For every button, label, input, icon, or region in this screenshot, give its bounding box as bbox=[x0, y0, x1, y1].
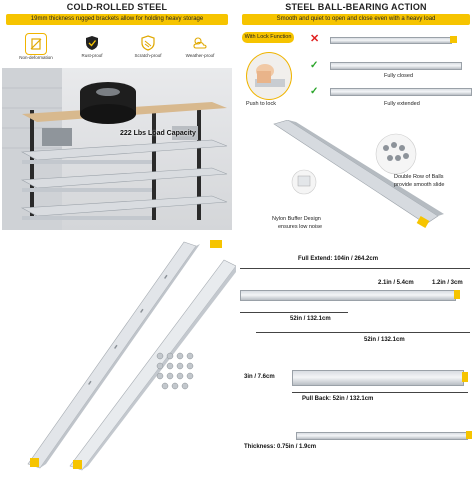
cross-mark-icon: ✕ bbox=[310, 33, 320, 45]
height-label: 3in / 7.6cm bbox=[244, 374, 275, 380]
rust-proof-icon bbox=[82, 33, 102, 53]
panel-title-ball-bearing: STEEL BALL-BEARING ACTION bbox=[285, 2, 427, 12]
rail-end-cap bbox=[466, 431, 472, 439]
panel-band-cold-rolled: 19mm thickness rugged brackets allow for… bbox=[6, 14, 228, 25]
slide-state-extended: ✓ Fully extended bbox=[310, 86, 472, 110]
slide-rail bbox=[330, 62, 462, 70]
pull-back-label: Pull Back: 52in / 132.1cm bbox=[302, 396, 374, 402]
load-capacity-label: 222 Lbs Load Capacity bbox=[120, 130, 196, 137]
rail-end-cap bbox=[454, 290, 460, 299]
slide-state-closed: ✓ Fully closed bbox=[310, 60, 472, 84]
length-b-arrow bbox=[256, 332, 470, 333]
feature-label: Scratch-proof bbox=[134, 53, 162, 58]
width-a-label: 2.1in / 5.4cm bbox=[378, 280, 414, 286]
scratch-proof-icon bbox=[138, 33, 158, 53]
nylon-buffer-line2: ensures low noise bbox=[278, 224, 323, 230]
fully-extended-label: Fully extended bbox=[384, 101, 420, 107]
feature-label: Rust-proof bbox=[81, 53, 103, 58]
rail-end-cap bbox=[462, 372, 468, 382]
cold-rolled-panel: COLD-ROLLED STEEL 19mm thickness rugged … bbox=[0, 0, 234, 232]
full-extend-label: Full Extend: 104in / 264.2cm bbox=[298, 256, 379, 262]
slide-state-locked: ✕ bbox=[310, 33, 472, 46]
feature-non-deformation: Non-deformation bbox=[16, 33, 56, 60]
check-mark-icon: ✓ bbox=[310, 60, 319, 71]
width-b-label: 1.2in / 3cm bbox=[432, 280, 463, 286]
push-to-lock-label: Push to lock bbox=[246, 101, 276, 107]
thickness-label: Thickness: 0.75in / 1.9cm bbox=[244, 444, 317, 450]
slide-rail bbox=[330, 88, 472, 96]
pull-back-arrow bbox=[292, 392, 468, 393]
nylon-buffer-line1: Nylon Buffer Design bbox=[272, 216, 321, 222]
feature-rust-proof: Rust-proof bbox=[72, 33, 112, 58]
double-row-balls-line2: provide smooth slide bbox=[394, 182, 445, 188]
rack-photo: 222 Lbs Load Capacity bbox=[2, 68, 232, 230]
product-photo bbox=[0, 236, 237, 474]
full-extend-arrow bbox=[240, 268, 470, 269]
non-deformation-icon bbox=[25, 33, 47, 55]
ball-bearing-panel: STEEL BALL-BEARING ACTION Smooth and qui… bbox=[238, 0, 474, 232]
panel-band-ball-bearing: Smooth and quiet to open and close even … bbox=[242, 14, 470, 25]
feature-weather-proof: Weather-proof bbox=[180, 33, 220, 58]
lock-function-badge: With Lock Function bbox=[242, 32, 294, 43]
bearing-slide-illustration: Double Row of Balls provide smooth slide… bbox=[268, 119, 468, 230]
push-to-lock-illustration bbox=[246, 52, 292, 100]
weather-proof-icon bbox=[190, 33, 210, 53]
rail-end-cap bbox=[450, 36, 457, 43]
length-b-label: 52in / 132.1cm bbox=[364, 337, 405, 343]
length-a-arrow bbox=[240, 312, 348, 313]
length-a-label: 52in / 132.1cm bbox=[290, 316, 331, 322]
check-mark-icon: ✓ bbox=[310, 86, 319, 97]
pulled-back-rail bbox=[292, 370, 464, 386]
thickness-rail bbox=[296, 432, 468, 440]
feature-label: Non-deformation bbox=[19, 55, 53, 60]
feature-scratch-proof: Scratch-proof bbox=[128, 33, 168, 58]
extended-rail bbox=[240, 290, 456, 301]
feature-label: Weather-proof bbox=[185, 53, 215, 58]
dimensions-panel: Full Extend: 104in / 264.2cm 2.1in / 5.4… bbox=[236, 236, 474, 474]
slide-rail bbox=[330, 37, 452, 44]
panel-title-cold-rolled: COLD-ROLLED STEEL bbox=[66, 2, 168, 12]
double-row-balls-line1: Double Row of Balls bbox=[394, 174, 444, 180]
fully-closed-label: Fully closed bbox=[384, 73, 414, 79]
